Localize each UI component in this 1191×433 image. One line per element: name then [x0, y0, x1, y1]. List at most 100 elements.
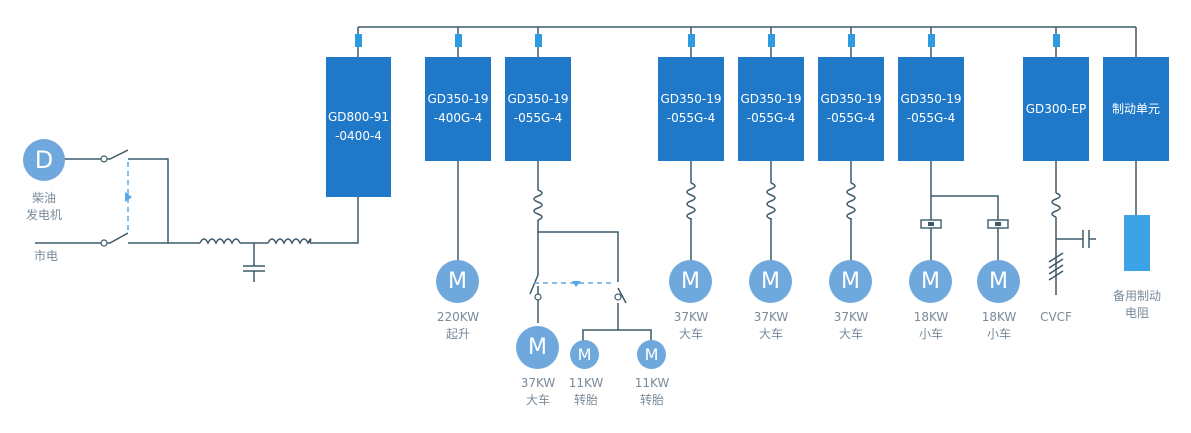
- bus-fuse: [928, 34, 935, 47]
- motor-icon: M: [570, 340, 599, 369]
- motor-icon: M: [516, 326, 559, 369]
- brake-resistor-caption-line-1: 备用制动: [1112, 289, 1161, 303]
- motor-power: 37KW: [520, 376, 556, 390]
- motor-role: 小车: [986, 327, 1011, 341]
- motor-symbol: M: [841, 269, 860, 294]
- motor-role: 大车: [525, 393, 550, 407]
- contact: [534, 293, 542, 301]
- motor-caption: 220KW 起升: [413, 309, 503, 343]
- bus-fuse: [848, 34, 855, 47]
- motor-symbol: M: [681, 269, 700, 294]
- drive-label-line: -0400-4: [335, 129, 382, 143]
- inductor-1: [199, 238, 241, 245]
- motor-icon: M: [749, 260, 792, 303]
- bus-fuse: [535, 34, 542, 47]
- inductor-bridge-2: [766, 182, 776, 220]
- drive-label-line: -055G-4: [746, 111, 796, 125]
- motor-role: 大车: [758, 327, 783, 341]
- inductor-cvcf: [1051, 192, 1061, 218]
- bus-drop: [357, 27, 1137, 57]
- drive-label-line: GD350-19: [507, 92, 569, 106]
- drive-box: GD350-19 -400G-4: [425, 57, 491, 161]
- bus-fuse: [688, 34, 695, 47]
- drive-label-line: -055G-4: [666, 111, 716, 125]
- motor-power: 11KW: [568, 376, 604, 390]
- drive-box: GD350-19 -055G-4: [505, 57, 571, 161]
- bus-fuse: [1053, 34, 1060, 47]
- inductor-2: [267, 238, 312, 245]
- drive-label-line: GD350-19: [427, 92, 489, 106]
- motor-caption: 11KW 转胎: [607, 375, 697, 409]
- cvcf-line: [1055, 217, 1096, 295]
- motor-role: 起升: [445, 327, 470, 341]
- cvcf-caption-text: CVCF: [1040, 310, 1072, 324]
- motor-role: 大车: [678, 327, 703, 341]
- motor-role: 小车: [918, 327, 943, 341]
- drive-box: GD350-19 -055G-4: [658, 57, 724, 161]
- motor-symbol: M: [921, 269, 940, 294]
- drive-label-line: GD350-19: [900, 92, 962, 106]
- cvcf-caption: CVCF: [1011, 309, 1101, 326]
- drive-label-line: -055G-4: [513, 111, 563, 125]
- motor-role: 大车: [838, 327, 863, 341]
- generator-switch-out: [128, 158, 169, 243]
- breaker-core: [928, 222, 934, 226]
- interlock-arrow-right: [125, 192, 132, 202]
- generator-feed: [58, 149, 129, 160]
- cap-plates: [243, 265, 265, 272]
- motor-caption: 37KW 大车: [646, 309, 736, 343]
- brake-resistor: [1124, 215, 1150, 271]
- motor-power: 37KW: [673, 310, 709, 324]
- drive-box: GD350-19 -055G-4: [738, 57, 804, 161]
- grid-caption-text: 市电: [33, 249, 58, 263]
- motor-power: 18KW: [981, 310, 1017, 324]
- drive-box: GD350-19 -055G-4: [818, 57, 884, 161]
- branch-a-left: [529, 232, 539, 295]
- drive-label-line: GD350-19: [660, 92, 722, 106]
- generator-symbol: D: [34, 146, 54, 174]
- generator-icon: D: [23, 139, 65, 181]
- generator-caption-line-2: 发电机: [25, 208, 62, 222]
- motor-symbol: M: [644, 345, 659, 364]
- inductor-bridge-1: [686, 182, 696, 220]
- branch-a-split: [537, 220, 619, 282]
- bus-fuse: [768, 34, 775, 47]
- motor-icon: M: [637, 340, 666, 369]
- brake-resistor-caption: 备用制动 电阻: [1092, 288, 1182, 322]
- generator-caption-line-1: 柴油: [31, 191, 56, 205]
- breaker-core: [995, 222, 1001, 226]
- contact: [100, 155, 108, 163]
- drive-label-line: -055G-4: [826, 111, 876, 125]
- drive-label-line: -400G-4: [433, 111, 483, 125]
- contact: [614, 293, 622, 301]
- drive-label-line: GD800-91: [327, 110, 390, 124]
- motor-symbol: M: [761, 269, 780, 294]
- generator-caption: 柴油 发电机: [0, 190, 89, 224]
- motor-power: 37KW: [753, 310, 789, 324]
- drive-box: GD350-19 -055G-4: [898, 57, 964, 161]
- motor-icon: M: [436, 260, 479, 303]
- brake-unit-box: 制动单元: [1103, 57, 1169, 161]
- drive-label-line: GD300-EP: [1025, 101, 1087, 116]
- line-main: [240, 197, 359, 244]
- motor-caption: 18KW 小车: [954, 309, 1044, 343]
- drive-box: GD300-EP: [1023, 57, 1089, 161]
- motor-power: 18KW: [913, 310, 949, 324]
- motor-power: 220KW: [436, 310, 480, 324]
- drive-label-line: GD350-19: [820, 92, 882, 106]
- motor-caption: 37KW 大车: [726, 309, 816, 343]
- brake-resistor-caption-line-2: 电阻: [1124, 306, 1149, 320]
- motor-symbol: M: [448, 269, 467, 294]
- brake-unit-label: 制动单元: [1111, 101, 1160, 116]
- bus-fuse: [455, 34, 462, 47]
- feed-trolley: [930, 161, 999, 262]
- motor-symbol: M: [528, 335, 547, 360]
- grid-caption: 市电: [1, 248, 91, 265]
- motor-caption: 37KW 大车: [806, 309, 896, 343]
- motor-symbol: M: [577, 345, 592, 364]
- drive-label-line: GD350-19: [740, 92, 802, 106]
- motor-caption: 37KW 大车: [493, 375, 583, 409]
- contact: [100, 239, 108, 247]
